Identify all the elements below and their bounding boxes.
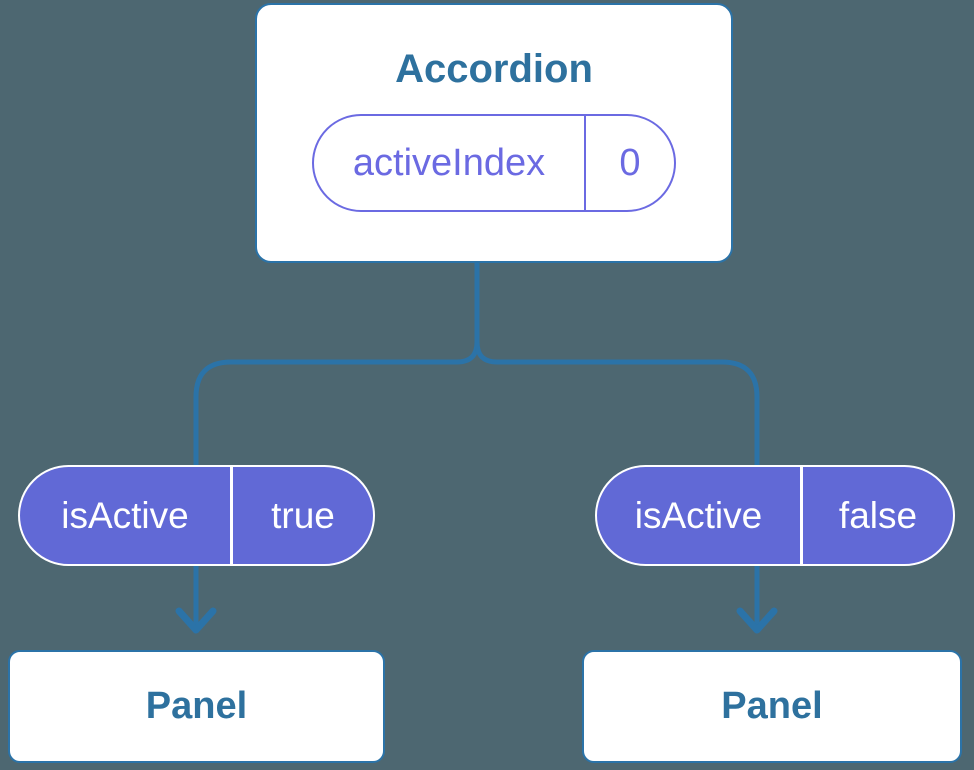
panel-label: Panel [721, 685, 823, 727]
state-value-label: true [271, 494, 335, 536]
arrow-down-icon [175, 607, 217, 634]
active-index-pill: activeIndex 0 [312, 114, 676, 212]
state-name-label: isActive [634, 494, 763, 536]
accordion-title: Accordion [395, 47, 593, 91]
connector-left [193, 263, 480, 627]
prop-value-label: 0 [619, 141, 641, 184]
pill-divider [800, 467, 803, 564]
prop-name-label: activeIndex [352, 141, 546, 184]
pill-divider [230, 467, 233, 564]
panel-node-left: Panel [8, 650, 385, 763]
panel-label: Panel [145, 685, 248, 727]
panel-node-right: Panel [582, 650, 962, 763]
state-name-label: isActive [61, 494, 189, 536]
is-active-pill-false: isActive false [595, 465, 955, 566]
state-value-label: false [838, 494, 918, 536]
arrow-down-icon [736, 607, 778, 634]
connector-right [474, 263, 760, 627]
accordion-node: Accordion activeIndex 0 [255, 3, 733, 263]
is-active-pill-true: isActive true [18, 465, 375, 566]
pill-divider [584, 116, 586, 210]
